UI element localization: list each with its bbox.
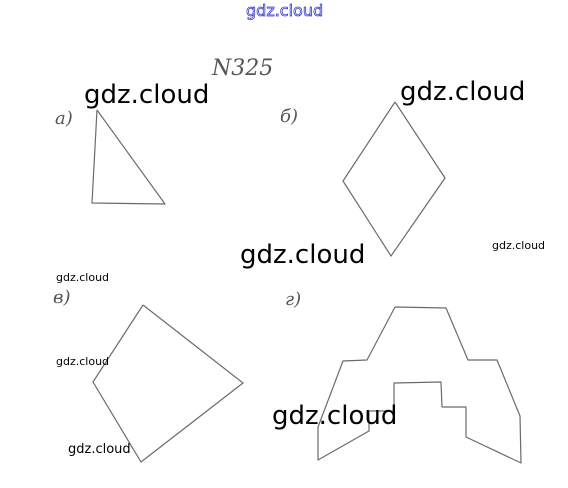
watermark-2: gdz.cloud bbox=[400, 77, 526, 107]
watermark-small-3: gdz.cloud bbox=[56, 355, 110, 368]
watermark-top: gdz.cloud bbox=[246, 1, 324, 21]
watermark-4: gdz.cloud bbox=[272, 401, 398, 431]
label-a: а) bbox=[55, 108, 73, 129]
watermark-small-2: gdz.cloud bbox=[56, 271, 110, 284]
quadrilateral-figure-v bbox=[92, 304, 244, 463]
watermark-1: gdz.cloud bbox=[84, 80, 210, 110]
label-g: г) bbox=[285, 289, 302, 310]
watermark-small-4: gdz.cloud bbox=[68, 442, 131, 457]
watermark-small-1: gdz.cloud bbox=[492, 239, 546, 252]
triangle-figure-a bbox=[91, 109, 166, 205]
rhombus-figure-b bbox=[342, 101, 446, 257]
label-b: б) bbox=[280, 106, 299, 127]
watermark-3: gdz.cloud bbox=[240, 240, 366, 270]
label-v: в) bbox=[53, 287, 71, 308]
problem-number: N325 bbox=[212, 56, 274, 81]
complex-polygon-figure-g bbox=[317, 306, 522, 464]
